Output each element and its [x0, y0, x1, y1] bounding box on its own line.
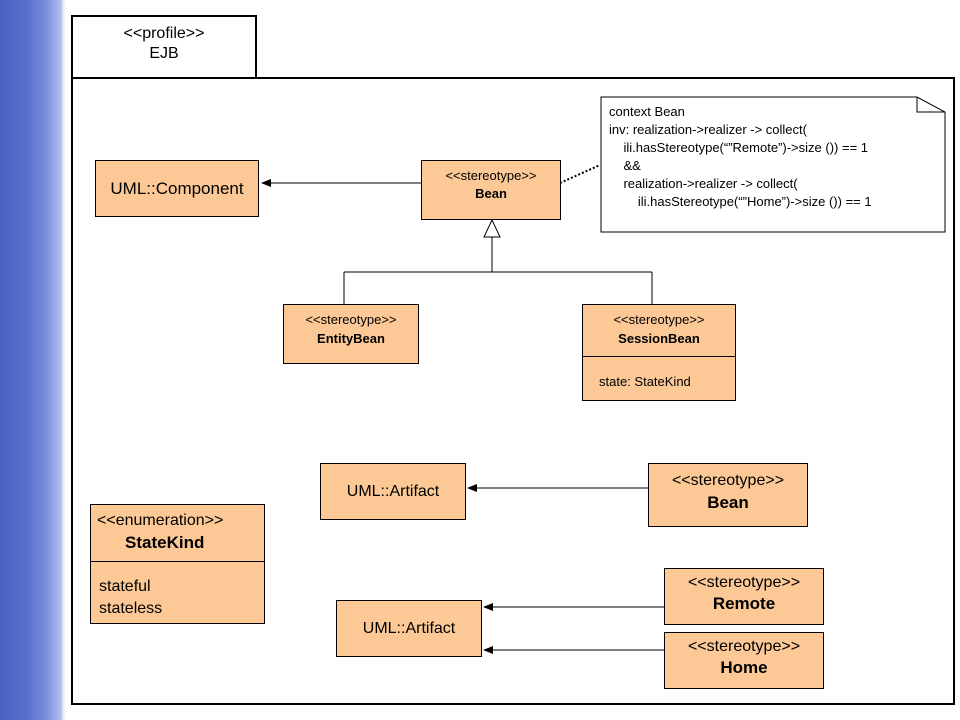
uml-component-label: UML::Component [110, 178, 244, 198]
bean-stereotype-class: <<stereotype>> Bean [421, 160, 561, 220]
uml-artifact-label-2: UML::Artifact [362, 619, 456, 637]
entity-bean-stereotype: <<stereotype>> [305, 312, 397, 327]
session-bean-name: SessionBean [618, 331, 700, 346]
note-line: context Bean [609, 104, 685, 119]
remote-name: Remote [712, 594, 776, 613]
entity-bean-class: <<stereotype>> EntityBean [283, 304, 419, 364]
home-name: Home [720, 658, 768, 677]
session-bean-attribute: state: StateKind [599, 374, 691, 389]
state-kind-literals: stateful stateless [91, 562, 264, 620]
uml-component-class: UML::Component [95, 160, 259, 217]
note-line: && [609, 158, 641, 173]
state-kind-header: <<enumeration>> StateKind [91, 505, 264, 562]
note-shape [600, 96, 946, 233]
note-link [559, 164, 601, 184]
package-body [71, 77, 955, 705]
note-line: ili.hasStereotype(“”Home”)->size ()) == … [609, 194, 872, 209]
home-stereotype: <<stereotype>> [687, 638, 801, 655]
enum-literal-stateful: stateful [99, 578, 151, 595]
note-line: realization->realizer -> collect( [609, 176, 798, 191]
session-bean-class: <<stereotype>> SessionBean state: StateK… [582, 304, 736, 401]
session-bean-header: <<stereotype>> SessionBean [583, 305, 735, 357]
uml-artifact-label-1: UML::Artifact [346, 482, 440, 500]
decorative-sidebar-edge [62, 0, 66, 720]
remote-stereotype: <<stereotype>> [687, 574, 801, 591]
bean-artifact-name: Bean [707, 493, 749, 512]
bean-artifact-stereotype-class: <<stereotype>> Bean [648, 463, 808, 527]
note-body: context Bean inv: realization->realizer … [609, 103, 872, 211]
ocl-constraint-note: context Bean inv: realization->realizer … [600, 96, 946, 233]
state-kind-name: StateKind [125, 533, 205, 552]
state-kind-enumeration: <<enumeration>> StateKind stateful state… [90, 504, 265, 624]
note-line: inv: realization->realizer -> collect( [609, 122, 807, 137]
uml-artifact-class-1: UML::Artifact [320, 463, 466, 520]
remote-stereotype-class: <<stereotype>> Remote [664, 568, 824, 625]
bean-stereotype-name: Bean [475, 186, 507, 201]
generalization-triangle [483, 218, 501, 238]
package-stereotype: <<profile>> [123, 25, 205, 42]
enum-literal-stateless: stateless [99, 600, 163, 617]
session-bean-stereotype: <<stereotype>> [613, 312, 705, 327]
package-tab-label: <<profile>> EJB [72, 24, 256, 64]
state-kind-stereotype: <<enumeration>> [97, 512, 224, 529]
package-tab [71, 15, 257, 79]
bean-artifact-stereotype: <<stereotype>> [671, 472, 785, 489]
package-name: EJB [149, 45, 179, 62]
decorative-sidebar [0, 0, 62, 720]
bean-stereotype-keyword: <<stereotype>> [445, 168, 537, 183]
note-line: ili.hasStereotype(“”Remote”)->size ()) =… [609, 140, 868, 155]
home-stereotype-class: <<stereotype>> Home [664, 632, 824, 689]
uml-artifact-class-2: UML::Artifact [336, 600, 482, 657]
entity-bean-name: EntityBean [317, 331, 385, 346]
